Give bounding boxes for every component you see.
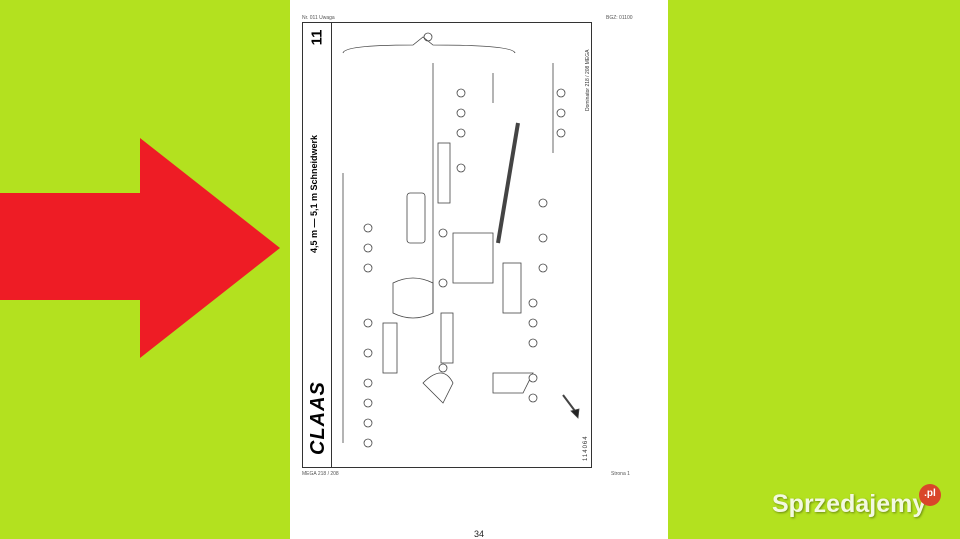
parts-diagram-frame: 11 4,5 m — 5,1 m Schneidwerk CLAAS: [302, 22, 592, 468]
header-left: Nr. 011 Uwaga: [302, 15, 335, 21]
title-column: 11 4,5 m — 5,1 m Schneidwerk CLAAS: [303, 23, 332, 467]
drawing-number: 114064: [583, 435, 589, 461]
watermark-badge: .pl: [919, 484, 941, 506]
header-right: BGZ: 01100: [606, 15, 633, 21]
section-number: 11: [308, 29, 326, 46]
claas-logo: CLAAS: [307, 381, 329, 455]
exploded-parts-drawing: [342, 32, 580, 448]
side-model-label: Dominator 218 / 208 MEGA: [585, 49, 591, 111]
document-page: Nr. 011 Uwaga BGZ: 01100 11 4,5 m — 5,1 …: [290, 0, 668, 539]
watermark-logo: Sprzedajemy: [772, 490, 927, 518]
page-number: 34: [474, 529, 485, 539]
arrow-right-icon: [0, 138, 280, 358]
footer-left: MEGA 218 / 208: [302, 471, 339, 477]
footer-right: Strona 1: [611, 471, 630, 477]
diagram-title: 4,5 m — 5,1 m Schneidwerk: [309, 134, 319, 253]
